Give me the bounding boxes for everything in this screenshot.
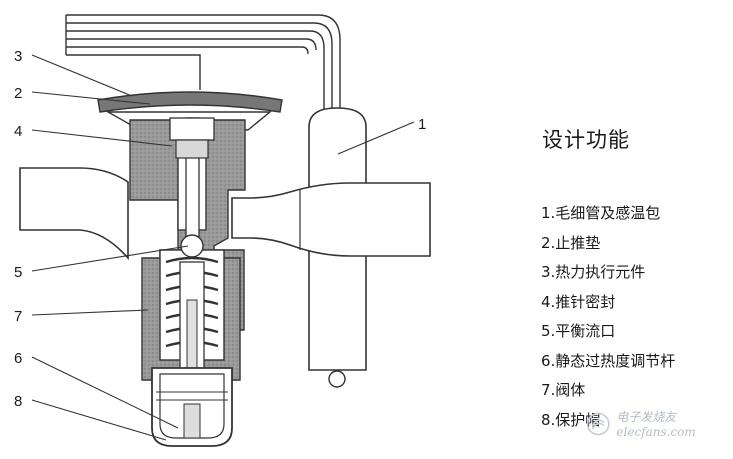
legend-item: 3.热力执行元件 (541, 263, 646, 281)
callout-5: 5 (14, 264, 22, 281)
protective-cap (151, 367, 233, 447)
legend-item: 1.毛细管及感温包 (541, 204, 661, 222)
legend-item: 5.平衡流口 (541, 322, 616, 340)
push-pin (169, 117, 215, 239)
callout-4: 4 (14, 123, 22, 140)
legend-item: 7.阀体 (541, 381, 586, 399)
callout-6: 6 (14, 350, 22, 367)
legend-item: 8.保护帽 (541, 410, 601, 429)
legend-item: 2.止推垫 (541, 233, 601, 252)
callout-1: 1 (418, 116, 426, 133)
legend-item: 6.静态过热度调节杆 (541, 351, 676, 370)
panel-title: 设计功能 (542, 128, 630, 152)
balance-port-ball (180, 234, 204, 258)
watermark-text: 电子发烧友 elecfans.com (616, 410, 696, 439)
legend-list: 1.毛细管及感温包 2.止推垫 3.热力执行元件 4.推针密封 5.平衡流口 6… (541, 199, 675, 435)
legend-item: 4.推针密封 (541, 292, 616, 311)
watermark: 电子发烧友 elecfans.com (586, 408, 733, 439)
callout-3: 3 (14, 48, 22, 65)
callout-7: 7 (14, 308, 22, 325)
flow-pipe (19, 167, 431, 261)
capillary-coil (65, 14, 341, 120)
elecfans-logo-icon (586, 412, 610, 435)
leader-lines (31, 54, 415, 441)
callout-2: 2 (14, 85, 22, 102)
callout-8: 8 (14, 393, 22, 410)
